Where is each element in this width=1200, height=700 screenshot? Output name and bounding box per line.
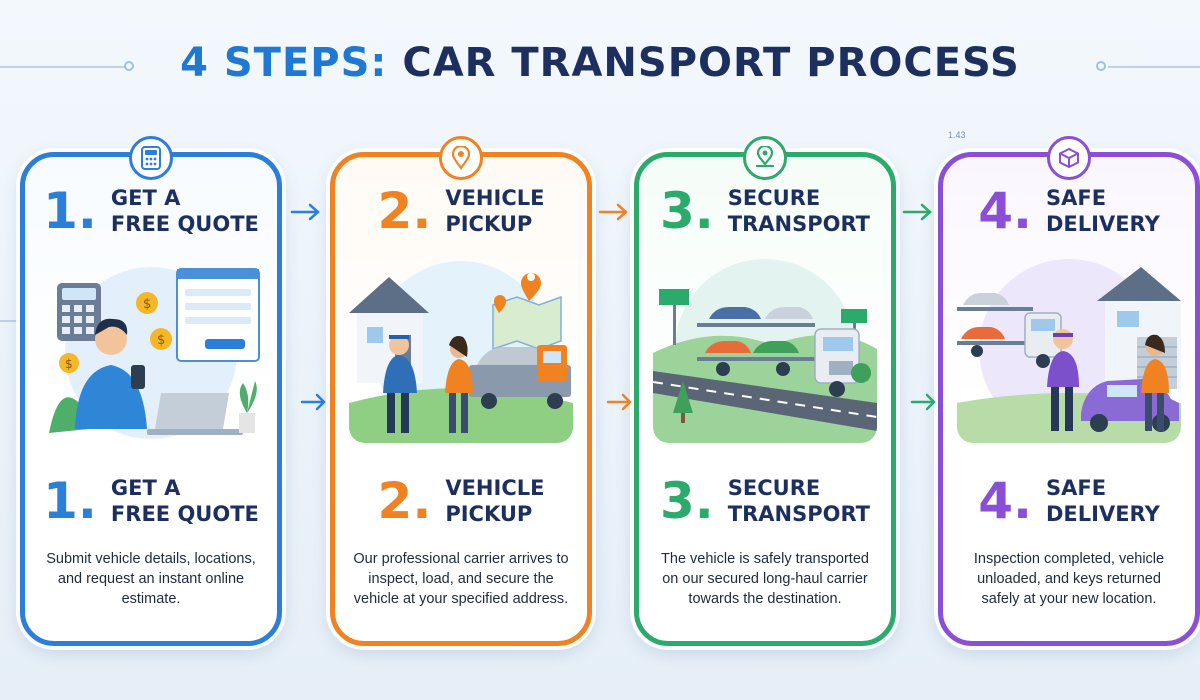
step-2-title-line2: PICKUP (445, 212, 533, 236)
decor-line-left (0, 66, 128, 68)
step-3-footer: 3. SECURE TRANSPORT (639, 475, 891, 527)
step-3-description: The vehicle is safely transported on our… (661, 551, 869, 607)
map-pin-icon (755, 146, 775, 168)
step-1-illustration: $ $ $ (39, 253, 263, 443)
step-card-1: 1. GET A FREE QUOTE $ $ $ (20, 152, 282, 646)
step-3-illustration (653, 253, 877, 443)
package-icon (1059, 147, 1079, 169)
step-1-title-line1: GET A (110, 186, 181, 210)
step-2-description: Our professional carrier arrives to insp… (353, 551, 569, 607)
decor-dot-left (124, 61, 134, 71)
step-4-number-repeat: 4. (978, 472, 1032, 530)
step-1-title-repeat-line2: FREE QUOTE (110, 502, 259, 526)
arrow-right-icon (902, 203, 932, 221)
step-2-title-line1: VEHICLE (445, 186, 545, 210)
step-4-footer: 4. SAFE DELIVERY (943, 475, 1195, 527)
step-4-header: 4. SAFE DELIVERY (943, 185, 1195, 237)
step-4-title-line1: SAFE (1045, 186, 1107, 210)
step-2-footer: 2. VEHICLE PICKUP (335, 475, 587, 527)
step-1-description: Submit vehicle details, locations, and r… (46, 551, 256, 607)
step-3-title-line1: SECURE (727, 186, 821, 210)
svg-text:$: $ (143, 297, 151, 312)
step-2-badge (439, 136, 483, 180)
step-4-title-repeat-line1: SAFE (1045, 476, 1107, 500)
decor-line-lower (0, 320, 22, 322)
decor-dot-right (1096, 61, 1106, 71)
step-card-2: 2. VEHICLE PICKUP (330, 152, 592, 646)
decor-number: 1.43 (948, 130, 966, 140)
step-card-4: 4. SAFE DELIVERY (938, 152, 1200, 646)
step-2-illustration (349, 253, 573, 443)
step-4-title-repeat-line2: DELIVERY (1045, 502, 1160, 526)
step-4-number: 4. (978, 182, 1032, 240)
calculator-icon (141, 146, 161, 170)
location-pin-icon (451, 146, 471, 170)
step-3-title-repeat-line1: SECURE (727, 476, 821, 500)
decor-line-right (1108, 66, 1200, 68)
step-1-title-repeat-line1: GET A (110, 476, 181, 500)
step-2-title-repeat-line1: VEHICLE (445, 476, 545, 500)
svg-text:$: $ (65, 357, 73, 371)
svg-text:$: $ (157, 333, 165, 348)
step-2-number: 2. (377, 182, 432, 240)
title-main: CAR TRANSPORT PROCESS (402, 40, 1020, 86)
step-1-header: 1. GET A FREE QUOTE (25, 185, 277, 237)
title-prefix: 4 STEPS: (180, 40, 388, 86)
page-title: 4 STEPS: CAR TRANSPORT PROCESS (0, 40, 1200, 86)
step-1-number-repeat: 1. (43, 472, 97, 530)
step-card-3: 3. SECURE TRANSPORT (634, 152, 896, 646)
step-4-illustration (957, 253, 1181, 443)
arrow-right-icon (606, 393, 632, 411)
step-4-description: Inspection completed, vehicle unloaded, … (973, 551, 1165, 607)
step-2-title-repeat-line2: PICKUP (445, 502, 533, 526)
step-3-number-repeat: 3. (659, 472, 714, 530)
step-3-header: 3. SECURE TRANSPORT (639, 185, 891, 237)
arrow-right-icon (598, 203, 628, 221)
step-3-title-repeat-line2: TRANSPORT (727, 502, 871, 526)
step-1-title-line2: FREE QUOTE (110, 212, 259, 236)
step-4-title-line2: DELIVERY (1045, 212, 1160, 236)
step-2-header: 2. VEHICLE PICKUP (335, 185, 587, 237)
step-2-number-repeat: 2. (377, 472, 432, 530)
step-3-number: 3. (659, 182, 714, 240)
step-4-badge (1047, 136, 1091, 180)
arrow-right-icon (300, 393, 326, 411)
arrow-right-icon (290, 203, 320, 221)
step-3-title-line2: TRANSPORT (727, 212, 871, 236)
step-1-badge (129, 136, 173, 180)
step-1-number: 1. (43, 182, 97, 240)
step-1-footer: 1. GET A FREE QUOTE (25, 475, 277, 527)
arrow-right-icon (910, 393, 936, 411)
step-3-badge (743, 136, 787, 180)
